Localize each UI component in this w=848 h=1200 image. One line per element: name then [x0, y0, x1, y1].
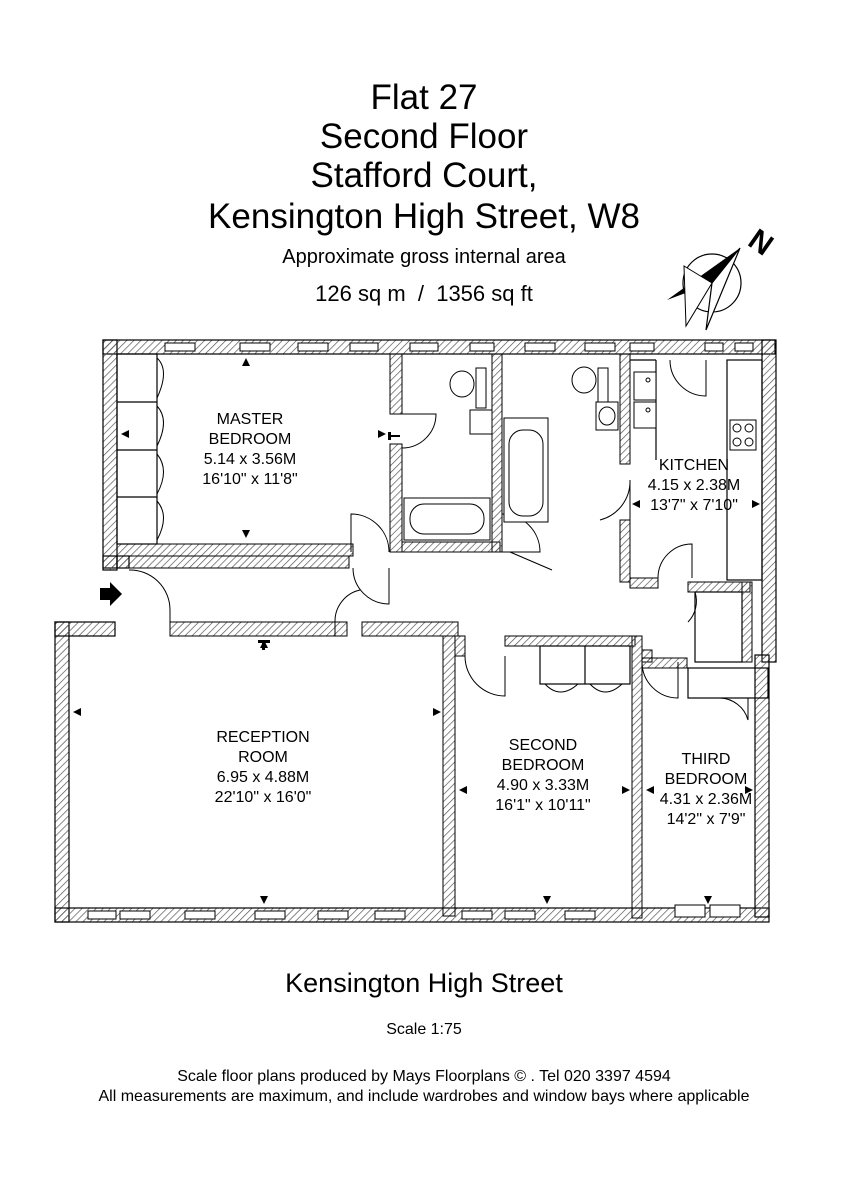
kitchen-fixtures: [633, 371, 757, 451]
credit-line: Scale floor plans produced by Mays Floor…: [177, 1068, 671, 1085]
room-third-name-2: BEDROOM: [665, 771, 748, 788]
title-street: Kensington High Street, W8: [208, 197, 640, 236]
room-reception-name: RECEPTION: [216, 729, 309, 746]
room-second-bedroom: SECOND BEDROOM 4.90 x 3.33M 16'1" x 10'1…: [495, 737, 590, 814]
disclaimer-line: All measurements are maximum, and includ…: [98, 1088, 750, 1105]
room-master-metric: 5.14 x 3.56M: [204, 451, 297, 468]
scale-label: Scale 1:75: [386, 1021, 462, 1038]
room-reception-name-2: ROOM: [238, 749, 288, 766]
bathroom-fixtures: [403, 366, 619, 541]
room-kitchen: KITCHEN 4.15 x 2.38M 13'7" x 7'10": [648, 457, 741, 514]
room-kitchen-metric: 4.15 x 2.38M: [648, 477, 741, 494]
room-kitchen-name: KITCHEN: [659, 457, 729, 474]
title-floor: Second Floor: [319, 117, 529, 156]
north-compass-icon: N: [667, 223, 779, 331]
room-master-name: MASTER: [217, 411, 284, 428]
wardrobe-doors: [156, 357, 623, 693]
room-master-bedroom: MASTER BEDROOM 5.14 x 3.56M 16'10" x 11'…: [202, 411, 297, 488]
room-second-metric: 4.90 x 3.33M: [497, 777, 590, 794]
room-second-name: SECOND: [509, 737, 577, 754]
room-third-name: THIRD: [682, 751, 731, 768]
title-building: Stafford Court,: [310, 156, 538, 195]
bottom-windows: [87, 904, 741, 920]
area-caption: Approximate gross internal area: [282, 246, 566, 268]
room-reception: RECEPTION ROOM 6.95 x 4.88M 22'10" x 16'…: [215, 729, 312, 806]
room-reception-imperial: 22'10" x 16'0": [215, 789, 312, 806]
room-master-name-2: BEDROOM: [209, 431, 292, 448]
interior-walls: [116, 353, 753, 919]
room-master-imperial: 16'10" x 11'8": [202, 471, 297, 488]
room-second-imperial: 16'1" x 10'11": [495, 797, 590, 814]
room-kitchen-imperial: 13'7" x 7'10": [650, 497, 738, 514]
room-third-imperial: 14'2" x 7'9": [667, 811, 746, 828]
compass-north-label: N: [742, 223, 779, 262]
room-reception-metric: 6.95 x 4.88M: [217, 769, 310, 786]
title-flat: Flat 27: [370, 78, 478, 117]
top-windows: [164, 342, 754, 352]
room-third-metric: 4.31 x 2.36M: [660, 791, 753, 808]
entrance-arrow-icon: [100, 582, 122, 606]
area-value: 126 sq m / 1356 sq ft: [315, 281, 533, 306]
room-second-name-2: BEDROOM: [502, 757, 585, 774]
room-third-bedroom: THIRD BEDROOM 4.31 x 2.36M 14'2" x 7'9": [660, 751, 753, 828]
measure-marks: [73, 358, 760, 904]
street-label: Kensington High Street: [285, 968, 563, 998]
